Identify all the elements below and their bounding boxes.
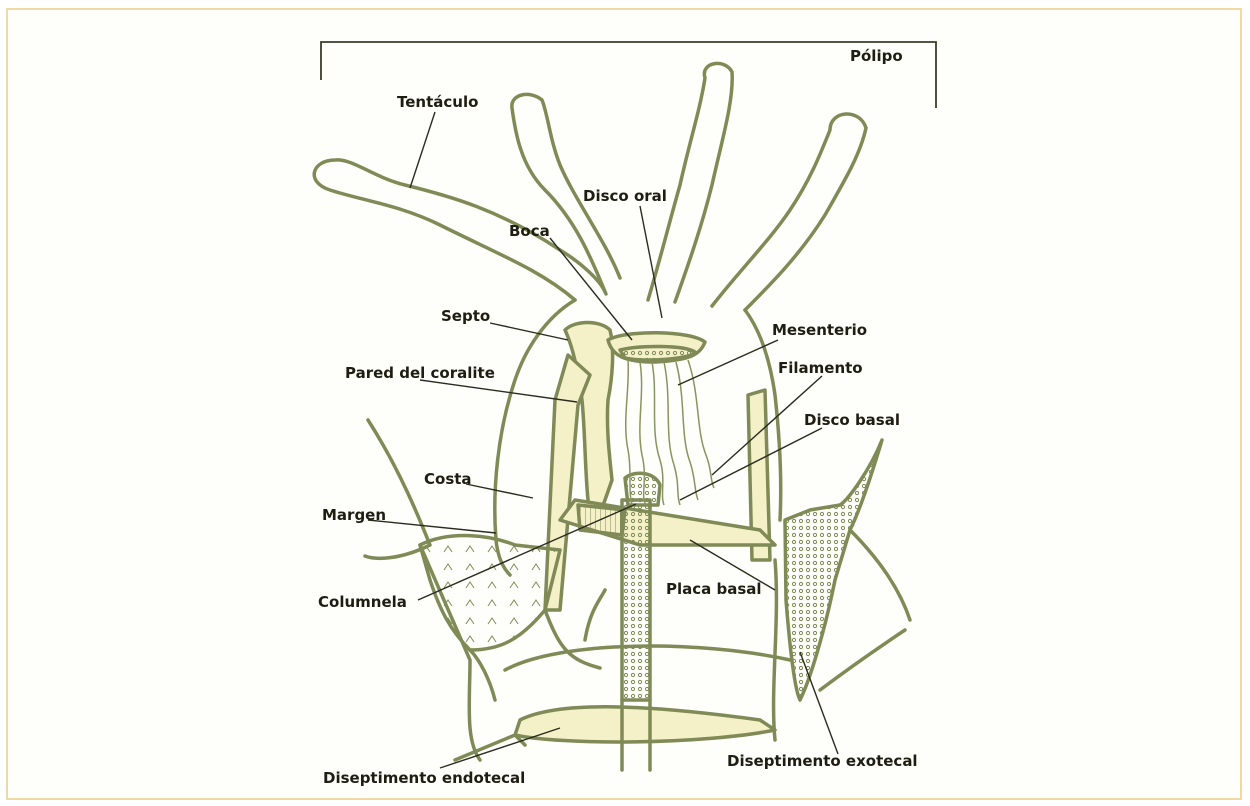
- tentacle-center: [648, 63, 732, 302]
- tentacle-left: [314, 160, 605, 300]
- mouth-ring: [620, 346, 695, 360]
- label-disco-basal: Disco basal: [804, 411, 900, 429]
- label-septo: Septo: [441, 307, 490, 325]
- leader-tentaculo: [410, 112, 435, 188]
- costa-stripes: [578, 505, 625, 535]
- skeleton-bottom-left: [455, 735, 525, 760]
- leader-margen: [368, 520, 496, 533]
- skeleton-left-spike: [365, 420, 430, 558]
- label-pared-del-coralite: Pared del coralite: [345, 364, 495, 382]
- label-columnela: Columnela: [318, 593, 407, 611]
- skeleton-right-lower: [774, 560, 777, 740]
- label-costa: Costa: [424, 470, 472, 488]
- label-diseptimento-endotecal: Diseptimento endotecal: [323, 769, 525, 787]
- leader-septo: [490, 323, 568, 340]
- endothecal-plate: [515, 707, 775, 742]
- leader-endotecal: [440, 728, 560, 768]
- label-margen: Margen: [322, 506, 386, 524]
- label-disco-oral: Disco oral: [583, 187, 667, 205]
- label-tentaculo: Tentáculo: [397, 93, 478, 111]
- leader-exotecal: [800, 652, 838, 754]
- label-boca: Boca: [509, 222, 550, 240]
- label-mesenterio: Mesenterio: [772, 321, 867, 339]
- label-filamento: Filamento: [778, 359, 863, 377]
- leader-costa: [466, 484, 533, 498]
- label-placa-basal: Placa basal: [666, 580, 762, 598]
- exothecal-spike: [785, 440, 882, 700]
- skeleton-left-dotted: [470, 650, 495, 700]
- label-polipo: Pólipo: [850, 47, 903, 65]
- leader-pared: [420, 380, 577, 402]
- tentacle-right: [712, 114, 866, 310]
- columnella-stem: [622, 500, 650, 700]
- label-diseptimento-exotecal: Diseptimento exotecal: [727, 752, 918, 770]
